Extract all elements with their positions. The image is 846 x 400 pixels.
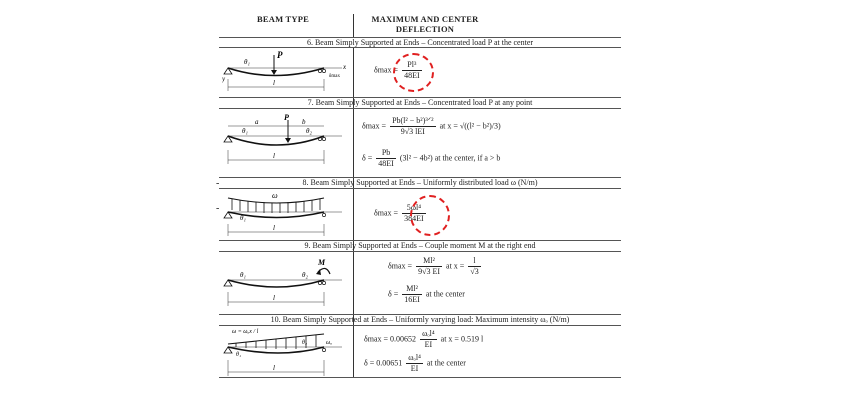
row-divider <box>219 240 621 241</box>
row-8-diagram: ω θ₁ l <box>222 190 350 238</box>
eq-numerator: Pb(l² − b²)³ᐟ² <box>390 116 436 127</box>
row-9-title: 9. Beam Simply Supported at Ends – Coupl… <box>304 241 536 250</box>
eq-tail: at the center <box>425 289 465 299</box>
theta2-label: θ₂ <box>302 340 307 346</box>
axis-y-label: y <box>222 75 226 83</box>
eq-lhs: δ = 0.00651 <box>364 358 403 368</box>
load-label: P <box>277 50 283 60</box>
eq-numerator: Ml² <box>402 284 422 295</box>
beam-udl-diagram: ω θ₁ l <box>223 191 342 236</box>
margin-mark: - <box>216 178 220 189</box>
theta1-label: θ₁ <box>240 271 246 279</box>
eq-tail: at x = 0.519 l <box>440 334 484 344</box>
row-divider <box>219 37 621 38</box>
eq-lhs: δmax = <box>362 121 387 131</box>
beam-varying-load-diagram: ω = ωₒx / l ωₒ θ₁ θ₂ l <box>223 329 342 376</box>
row-divider <box>219 47 621 48</box>
row-9-diagram: M θ₁ θ₂ l <box>222 254 350 310</box>
header-line-2: DEFLECTION <box>395 24 455 34</box>
delta-label: δmax <box>329 74 340 79</box>
beam-moment-diagram: M θ₁ θ₂ l <box>223 258 342 306</box>
wo-label: ωₒ <box>326 340 332 346</box>
theta2-label: θ₂ <box>306 127 312 135</box>
eq-tail-denominator: √3 <box>470 267 479 276</box>
eq-tail-numerator: l <box>468 256 481 267</box>
a-label: a <box>255 118 259 126</box>
eq-lhs: δmax = 0.00652 <box>364 334 417 344</box>
eq-tail: at x = √((l² − b²)/3) <box>439 121 501 131</box>
span-label: l <box>273 152 275 160</box>
row-divider <box>219 314 621 315</box>
margin-mark: - <box>216 203 220 214</box>
column-divider <box>353 14 354 38</box>
eq-lhs: δmax = <box>374 208 399 218</box>
header-line-1: MAXIMUM AND CENTER <box>371 14 479 24</box>
eq-denominator: 9√3 lEI <box>400 127 425 136</box>
eq-tail: at x = <box>446 261 465 271</box>
span-label: l <box>273 294 275 302</box>
theta2-label: θ₂ <box>302 271 308 279</box>
eq-lhs: δmax = <box>374 65 399 75</box>
row-divider <box>219 251 621 252</box>
beam-center-load-diagram: P θ₁ x y δmax l <box>222 50 347 91</box>
row-divider <box>219 108 621 109</box>
eq-denominator: EI <box>410 364 419 373</box>
highlight-circle <box>393 53 434 92</box>
load-label: P <box>284 113 289 122</box>
theta1-label: θ₁ <box>242 127 248 135</box>
row-6-diagram: P θ₁ x y δmax l <box>222 49 350 94</box>
eq-numerator: Pb <box>376 148 396 159</box>
column-header-max-deflection: MAXIMUM AND CENTER DEFLECTION <box>360 15 490 34</box>
highlight-circle <box>410 195 450 236</box>
eq-denominator: 16EI <box>404 295 420 304</box>
eq-numerator: ωₒl⁴ <box>420 329 437 340</box>
theta-label: θ₁ <box>244 58 250 66</box>
moment-label: M <box>317 258 326 267</box>
row-6-title: 6. Beam Simply Supported at Ends – Conce… <box>306 38 534 47</box>
eq-numerator: Ml² <box>416 256 443 267</box>
row-divider <box>219 188 621 189</box>
row-7-title: 7. Beam Simply Supported at Ends – Conce… <box>307 98 533 107</box>
row-divider <box>219 325 621 326</box>
load-label: ω <box>272 191 278 200</box>
beam-offset-load-diagram: P a b θ₁ θ₂ l <box>223 113 342 164</box>
row-10-diagram: ω = ωₒx / l ωₒ θ₁ θ₂ l <box>222 326 350 378</box>
load-label: ω = ωₒx / l <box>232 329 259 335</box>
row-8-title: 8. Beam Simply Supported at Ends – Unifo… <box>302 178 538 187</box>
eq-tail: at the center <box>426 358 466 368</box>
theta-label: θ₁ <box>240 214 246 222</box>
eq-denominator: EI <box>424 340 433 349</box>
row-divider <box>219 97 621 98</box>
row-divider <box>219 177 621 178</box>
span-label: l <box>273 79 275 87</box>
span-label: l <box>273 364 275 372</box>
axis-x-label: x <box>342 63 347 71</box>
row-divider <box>219 377 621 378</box>
row-10-title: 10. Beam Simply Supported at Ends – Unif… <box>270 315 570 324</box>
row-7-diagram: P a b θ₁ θ₂ l <box>222 110 350 170</box>
eq-lhs: δ = <box>388 289 399 299</box>
eq-denominator: 9√3 EI <box>418 267 441 276</box>
eq-tail: (3l² − 4b²) at the center, if a > b <box>399 153 501 163</box>
theta1-label: θ₁ <box>236 352 241 358</box>
span-label: l <box>273 224 275 232</box>
eq-numerator: ωₒl⁴ <box>406 353 423 364</box>
column-header-beam-type: BEAM TYPE <box>257 14 309 24</box>
eq-lhs: δ = <box>362 153 373 163</box>
eq-lhs: δmax = <box>388 261 413 271</box>
eq-denominator: 48EI <box>378 159 394 168</box>
column-divider <box>353 47 354 377</box>
b-label: b <box>302 118 306 126</box>
